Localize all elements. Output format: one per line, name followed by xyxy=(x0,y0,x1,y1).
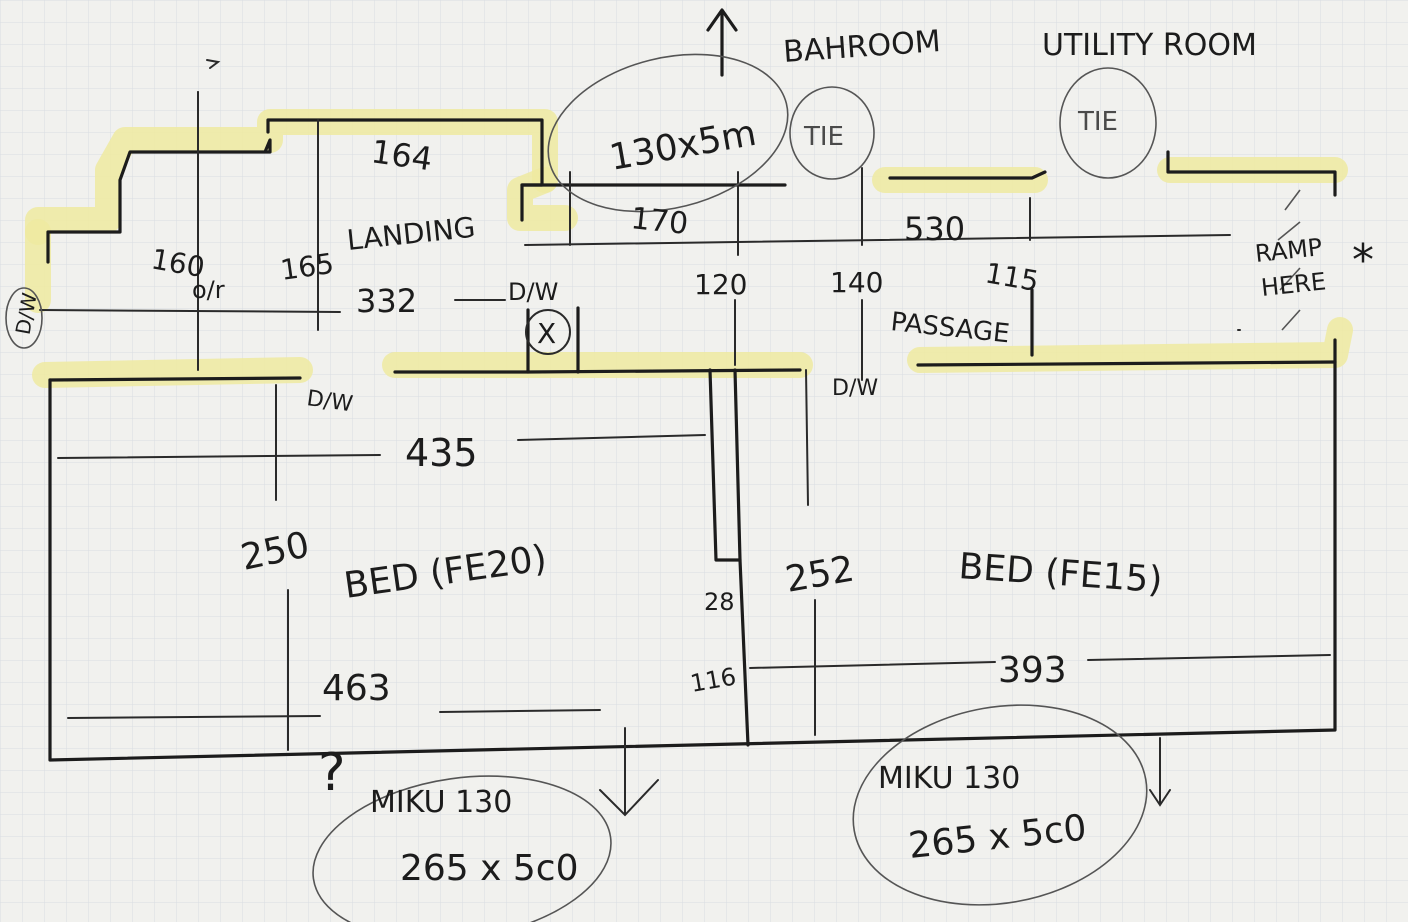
tie-right-label: TIE xyxy=(1077,107,1118,137)
pencil-annotations xyxy=(5,53,1301,922)
dim-28: 28 xyxy=(704,588,735,616)
mirror-left-oval xyxy=(312,775,612,922)
dim-120: 120 xyxy=(694,268,747,301)
room-walls xyxy=(48,288,1337,762)
down-arrow-left-icon xyxy=(599,727,659,817)
mirror-left-label-1: MIKU 130 xyxy=(370,785,512,820)
dim-332: 332 xyxy=(356,282,417,320)
door-left-circle xyxy=(5,287,43,349)
utility-room-label: UTILITY ROOM xyxy=(1042,28,1257,63)
circle-x-icon xyxy=(525,309,571,355)
dim-463: 463 xyxy=(322,668,391,709)
mirror-right-label-1: MIKU 130 xyxy=(878,761,1020,796)
here-label: HERE xyxy=(1260,267,1328,302)
dim-435: 435 xyxy=(405,431,478,475)
ramp-label: RAMP xyxy=(1254,233,1324,268)
dim-164: 164 xyxy=(369,132,435,178)
mirror-right-oval xyxy=(852,704,1148,906)
dim-393: 393 xyxy=(998,650,1067,691)
arrows xyxy=(599,8,1171,817)
dim-530: 530 xyxy=(904,210,965,248)
dim-165: 165 xyxy=(278,247,336,287)
dimension-labels: 160 165 164 332 170 530 120 140 115 435 … xyxy=(149,132,1067,709)
bathroom-size-oval xyxy=(547,53,789,213)
o-r-label: o/r xyxy=(192,276,225,304)
north-arrow-icon xyxy=(706,8,738,77)
question-mark: ? xyxy=(318,743,346,803)
door-passage-lower-label: D/W xyxy=(832,376,878,401)
dim-140: 140 xyxy=(830,266,883,299)
dim-170: 170 xyxy=(629,201,690,242)
mirror-left-label-2: 265 x 5c0 xyxy=(400,848,579,889)
upper-walls xyxy=(39,59,1337,371)
tie-left-circle xyxy=(789,86,875,180)
tie-right-circle xyxy=(1059,67,1157,179)
asterisk-mark: * xyxy=(1352,235,1374,286)
circle-x-label: X xyxy=(537,317,556,350)
door-landing-label: D/W xyxy=(508,278,558,306)
tie-left-label: TIE xyxy=(803,122,844,152)
down-arrow-right-icon xyxy=(1149,737,1171,807)
